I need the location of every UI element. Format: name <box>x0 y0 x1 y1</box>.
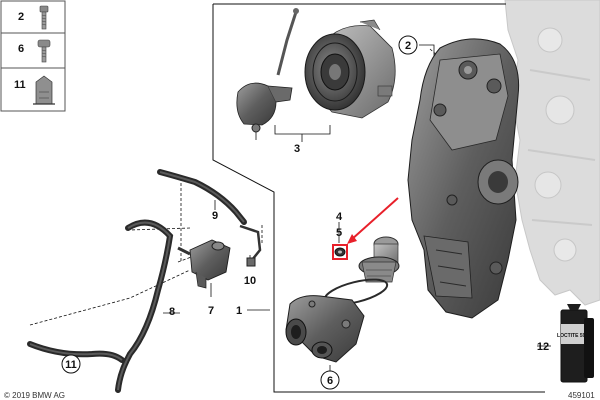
sealant-tube-label: LOCTITE 5970 <box>557 333 591 339</box>
legend-number-2: 2 <box>18 11 24 23</box>
legend-row-clip[interactable]: 11 <box>14 75 55 105</box>
legend-panel: 2 6 11 <box>0 0 66 112</box>
coolant-housing-bracket[interactable] <box>407 38 520 319</box>
callout-10[interactable]: 10 <box>244 275 256 287</box>
sealant-tube[interactable]: LOCTITE 5970 <box>557 304 594 383</box>
connector-part10[interactable] <box>239 224 262 267</box>
hose-part9[interactable] <box>157 169 247 225</box>
thermostat-housing[interactable] <box>285 295 365 363</box>
callout-11: 11 <box>65 359 77 371</box>
diagram-id: 459101 <box>568 391 595 400</box>
callout-12[interactable]: 12 <box>537 341 549 353</box>
callout-11-badge[interactable]: 11 <box>61 354 81 374</box>
callout-7[interactable]: 7 <box>208 305 214 317</box>
callout-9[interactable]: 9 <box>212 210 218 222</box>
highlight-marker <box>332 197 399 260</box>
flange-bolt-icon <box>37 39 51 63</box>
callout-labels: 3 2 4 5 1 7 10 9 8 11 6 12 <box>61 35 549 390</box>
callout-3[interactable]: 3 <box>294 143 300 155</box>
callout-4[interactable]: 4 <box>336 211 343 223</box>
callout-6-badge[interactable]: 6 <box>320 370 340 390</box>
copyright-text: © 2019 BMW AG <box>4 391 65 400</box>
sealing-ring-part4[interactable] <box>334 247 346 257</box>
legend-number-6: 6 <box>18 43 24 55</box>
valve-part7[interactable] <box>177 239 231 289</box>
thermostat-insert[interactable] <box>358 236 400 283</box>
water-pump-assembly[interactable] <box>236 8 396 133</box>
assembly-frame <box>212 3 545 393</box>
engine-block-ghost <box>504 0 600 306</box>
callout-8[interactable]: 8 <box>169 306 175 318</box>
bolt-icon <box>39 5 49 30</box>
callout-2: 2 <box>405 40 411 52</box>
legend-row-bolt[interactable]: 2 <box>18 5 49 30</box>
callout-2-badge[interactable]: 2 <box>398 35 418 55</box>
legend-row-flange-bolt[interactable]: 6 <box>18 39 51 63</box>
callout-5[interactable]: 5 <box>336 227 342 239</box>
legend-number-11: 11 <box>14 79 26 91</box>
clip-icon <box>33 75 55 105</box>
callout-6: 6 <box>327 375 333 387</box>
hose-part8[interactable] <box>27 219 174 393</box>
callout-1[interactable]: 1 <box>236 305 242 317</box>
